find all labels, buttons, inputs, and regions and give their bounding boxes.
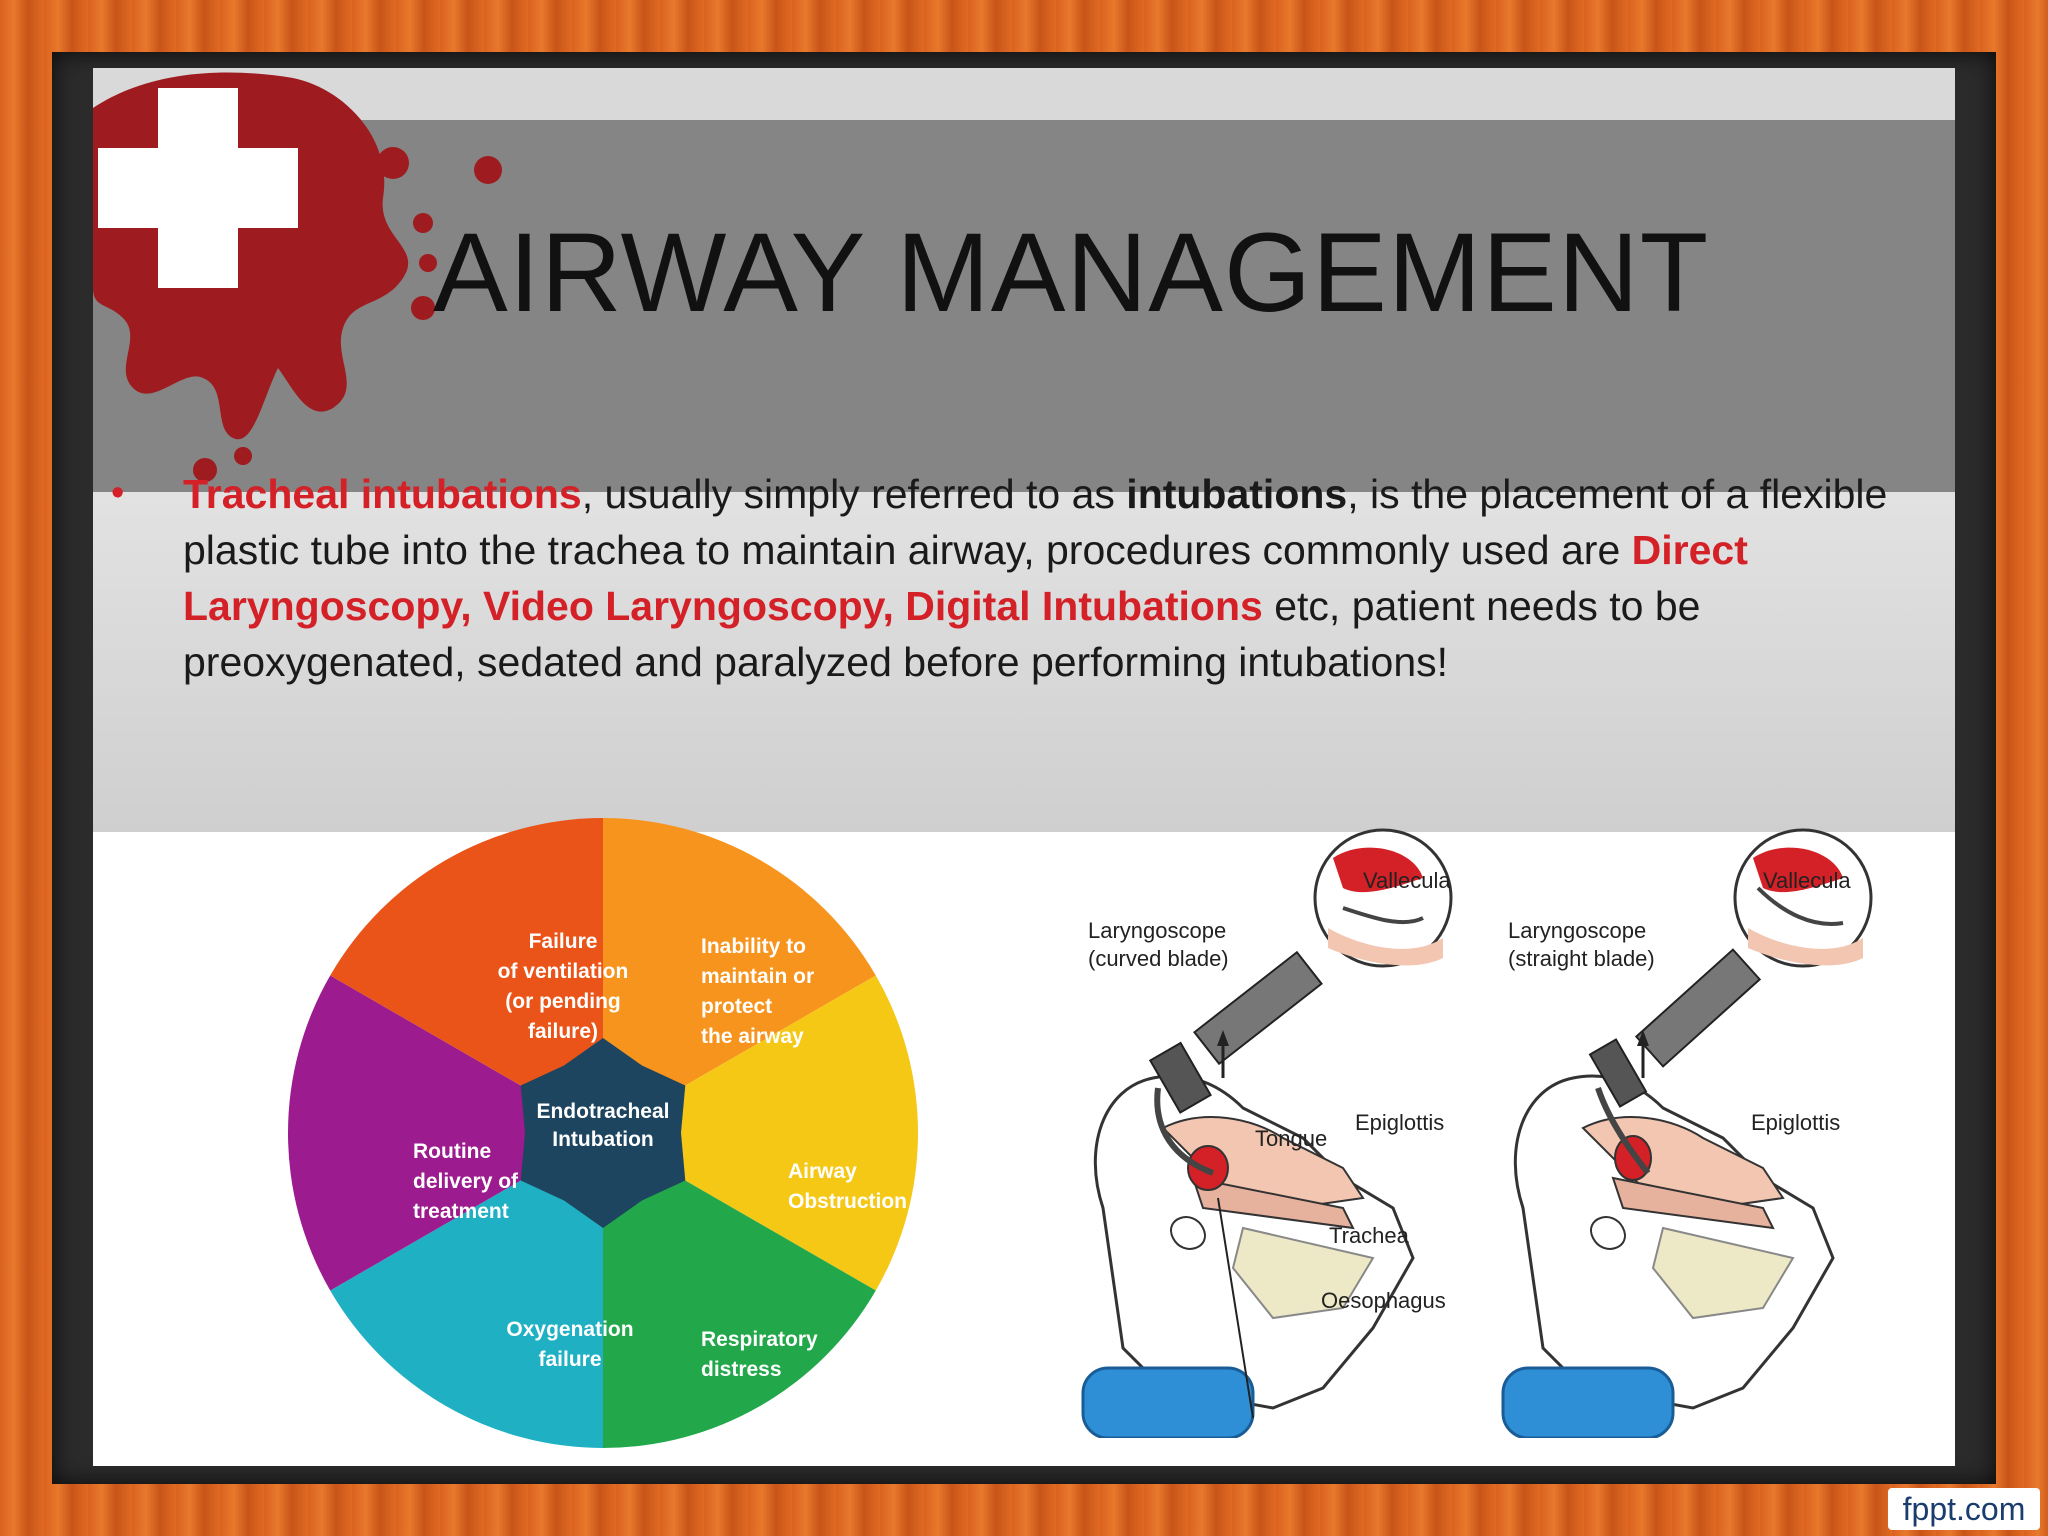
indications-wheel: Endotracheal Intubation Failure of venti… bbox=[288, 818, 918, 1448]
wheel-segments bbox=[288, 818, 918, 1448]
seg-obstruction-line-2: Obstruction bbox=[788, 1190, 907, 1213]
fppt-watermark: fppt.com bbox=[1888, 1488, 2040, 1530]
seg-inability-line-4: the airway bbox=[701, 1025, 804, 1048]
label-left-scope-2: (curved blade) bbox=[1088, 946, 1229, 971]
seg-obstruction-line-1: Airway bbox=[788, 1160, 857, 1183]
term-intubations: intubations bbox=[1126, 471, 1348, 517]
intubation-paragraph: Tracheal intubations, usually simply ref… bbox=[183, 466, 1903, 690]
label-trachea: Trachea bbox=[1329, 1223, 1410, 1248]
seg-failure-wedge bbox=[603, 818, 876, 1133]
left-head-illustration bbox=[1081, 950, 1415, 1438]
seg-routine-line-1: Routine bbox=[413, 1140, 491, 1163]
seg-routine-wedge bbox=[330, 818, 603, 1133]
wheel-center-line-2: Intubation bbox=[552, 1128, 653, 1151]
label-oesophagus: Oesophagus bbox=[1321, 1288, 1446, 1313]
seg-failure-line-3: (or pending bbox=[505, 990, 620, 1013]
term-tracheal-intubations: Tracheal intubations bbox=[183, 471, 582, 517]
top-strip bbox=[93, 68, 1955, 120]
seg-obstruction-wedge bbox=[603, 1133, 876, 1448]
label-left-scope-1: Laryngoscope bbox=[1088, 918, 1226, 943]
title-band bbox=[93, 120, 1955, 492]
seg-inability-line-2: maintain or bbox=[701, 965, 814, 988]
seg-oxygenation-wedge bbox=[288, 975, 603, 1291]
label-tongue: Tongue bbox=[1255, 1126, 1327, 1151]
seg-failure-line-4: failure) bbox=[528, 1020, 598, 1043]
seg-failure-line-2: of ventilation bbox=[498, 960, 629, 983]
wheel-center bbox=[520, 1038, 686, 1228]
seg-respiratory-wedge bbox=[330, 1133, 603, 1448]
seg-routine-line-3: treatment bbox=[413, 1200, 509, 1223]
paragraph-text-3: etc, patient needs to be preoxygenated, … bbox=[183, 583, 1701, 685]
red-cross-logo bbox=[93, 72, 502, 482]
seg-inability-line-1: Inability to bbox=[701, 935, 806, 958]
label-epiglottis-right-inset: Epiglottis bbox=[1751, 1110, 1840, 1135]
wheel-center-line-1: Endotracheal bbox=[536, 1100, 669, 1123]
seg-oxygenation-line-2: failure bbox=[538, 1348, 601, 1371]
procedures-list: Direct Laryngoscopy, Video Laryngoscopy,… bbox=[183, 527, 1748, 629]
paragraph-text-2: , is the placement of a flexible plastic… bbox=[183, 471, 1888, 573]
seg-routine-line-2: delivery of bbox=[413, 1170, 519, 1193]
seg-inability-line-3: protect bbox=[701, 995, 772, 1018]
label-right-scope-1: Laryngoscope bbox=[1508, 918, 1646, 943]
seg-respiratory-line-1: Respiratory bbox=[701, 1328, 818, 1351]
right-head-illustration bbox=[1501, 948, 1835, 1438]
label-vallecula-right: Vallecula bbox=[1763, 868, 1851, 893]
seg-inability-wedge bbox=[603, 975, 918, 1291]
seg-respiratory-line-2: distress bbox=[701, 1358, 782, 1381]
paragraph-text-1: , usually simply referred to as bbox=[581, 471, 1127, 517]
seg-failure-line-1: Failure bbox=[529, 930, 598, 953]
label-vallecula-left: Vallecula bbox=[1363, 868, 1451, 893]
body-band bbox=[93, 492, 1955, 832]
bullet-point: • bbox=[111, 472, 125, 514]
laryngoscopy-diagram: Laryngoscope (curved blade) Laryngoscope… bbox=[1081, 828, 1873, 1438]
slide: AIRWAY MANAGEMENT • Tracheal intubations… bbox=[93, 68, 1955, 1466]
label-right-scope-2: (straight blade) bbox=[1508, 946, 1655, 971]
label-epiglottis-left-inset: Epiglottis bbox=[1355, 1110, 1444, 1135]
seg-oxygenation-line-1: Oxygenation bbox=[506, 1318, 633, 1341]
slide-title: AIRWAY MANAGEMENT bbox=[433, 210, 1710, 335]
